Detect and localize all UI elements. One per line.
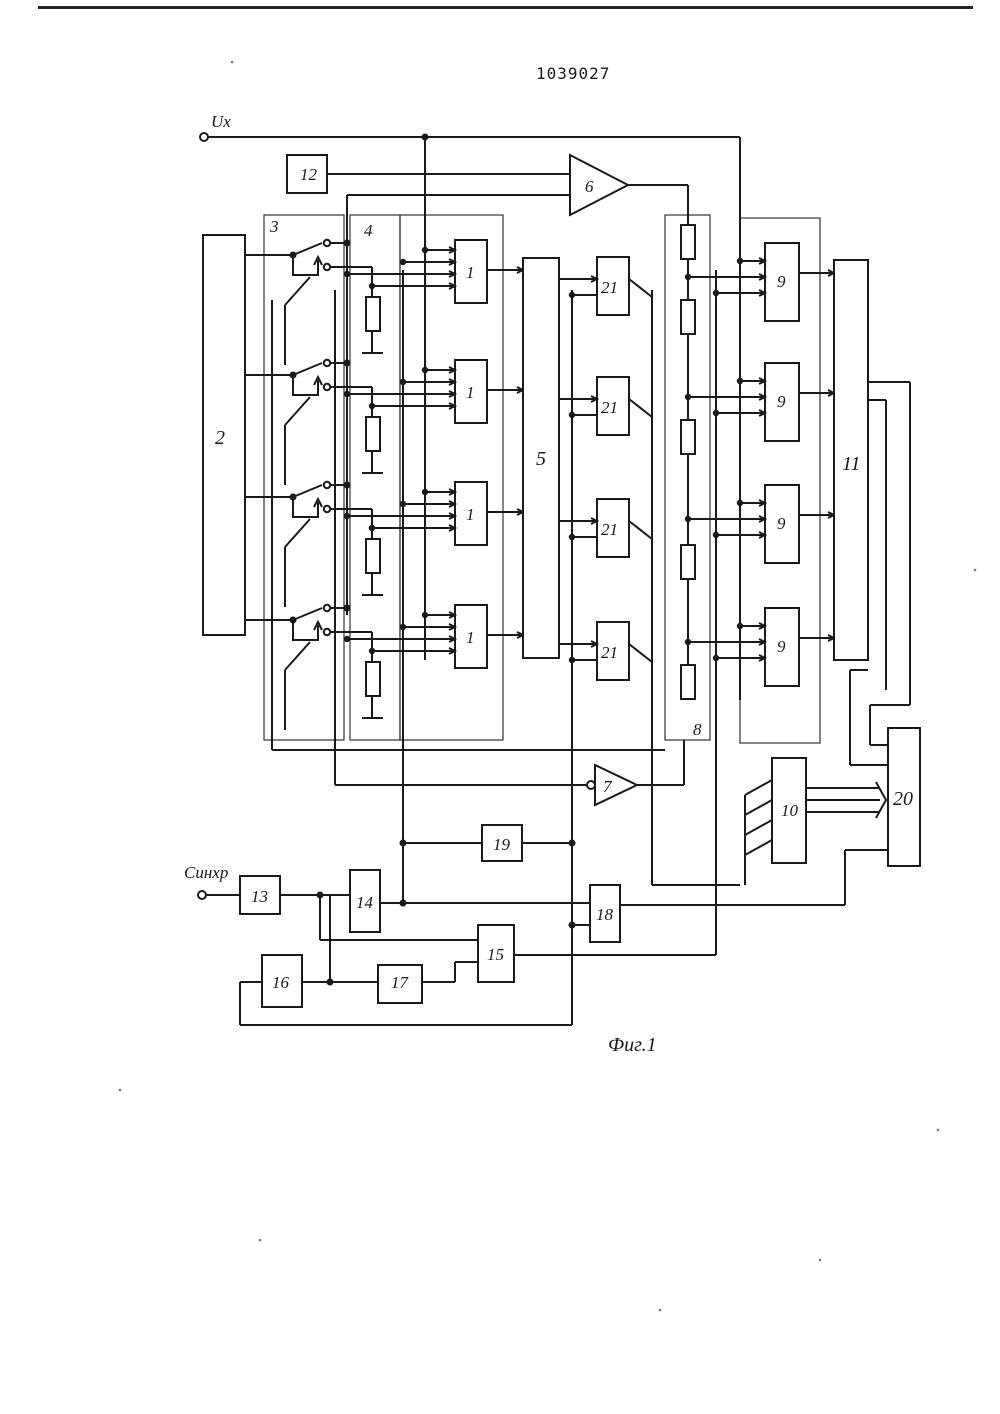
label-14: 14: [356, 893, 374, 912]
label-21: 21: [601, 643, 618, 662]
resistor-ladder-8: [681, 225, 695, 700]
label-9: 9: [777, 392, 786, 411]
sync-terminal: [198, 891, 206, 899]
switch-blade: [293, 608, 322, 620]
amplifier-6: [570, 155, 628, 215]
label-12: 12: [300, 165, 318, 184]
label-15: 15: [487, 945, 504, 964]
label-1: 1: [466, 505, 475, 524]
label-17: 17: [391, 973, 410, 992]
label-9: 9: [777, 272, 786, 291]
label-4: 4: [364, 221, 373, 240]
switch-blade: [293, 243, 322, 255]
ladder-resistor-4: [681, 545, 695, 579]
label-13: 13: [251, 887, 268, 906]
label-9: 9: [777, 637, 786, 656]
label-6: 6: [585, 177, 594, 196]
label-16: 16: [272, 973, 290, 992]
label-2: 2: [215, 427, 225, 449]
resistor: [366, 662, 380, 696]
label-18: 18: [596, 905, 614, 924]
sync-label: Синхр: [184, 863, 228, 882]
resistor: [366, 539, 380, 573]
label-1: 1: [466, 383, 475, 402]
ladder-resistor-1: [681, 225, 695, 259]
ladder-resistor-5: [681, 665, 695, 699]
resistor: [366, 297, 380, 331]
block-12-and-amp-6: [287, 155, 688, 245]
label-1: 1: [466, 628, 475, 647]
switch-blade: [293, 363, 322, 375]
label-21: 21: [601, 520, 618, 539]
ux-label: Uх: [211, 112, 231, 131]
label-10: 10: [781, 801, 799, 820]
label-1: 1: [466, 263, 475, 282]
label-21: 21: [601, 278, 618, 297]
label-19: 19: [493, 835, 511, 854]
label-9: 9: [777, 514, 786, 533]
ux-terminal: [200, 133, 208, 141]
switch-blade: [293, 485, 322, 497]
ladder-resistor-2: [681, 300, 695, 334]
label-5: 5: [536, 448, 546, 470]
label-3: 3: [269, 217, 279, 236]
amplifier-7: [595, 765, 637, 805]
resistor: [366, 417, 380, 451]
label-21: 21: [601, 398, 618, 417]
figure-caption: Фиг.1: [608, 1034, 657, 1057]
scan-specks: [119, 61, 977, 1312]
ladder-resistor-3: [681, 420, 695, 454]
label-11: 11: [842, 453, 861, 475]
group-3-frame: [264, 215, 344, 740]
label-8: 8: [693, 720, 702, 739]
label-20: 20: [893, 788, 913, 810]
